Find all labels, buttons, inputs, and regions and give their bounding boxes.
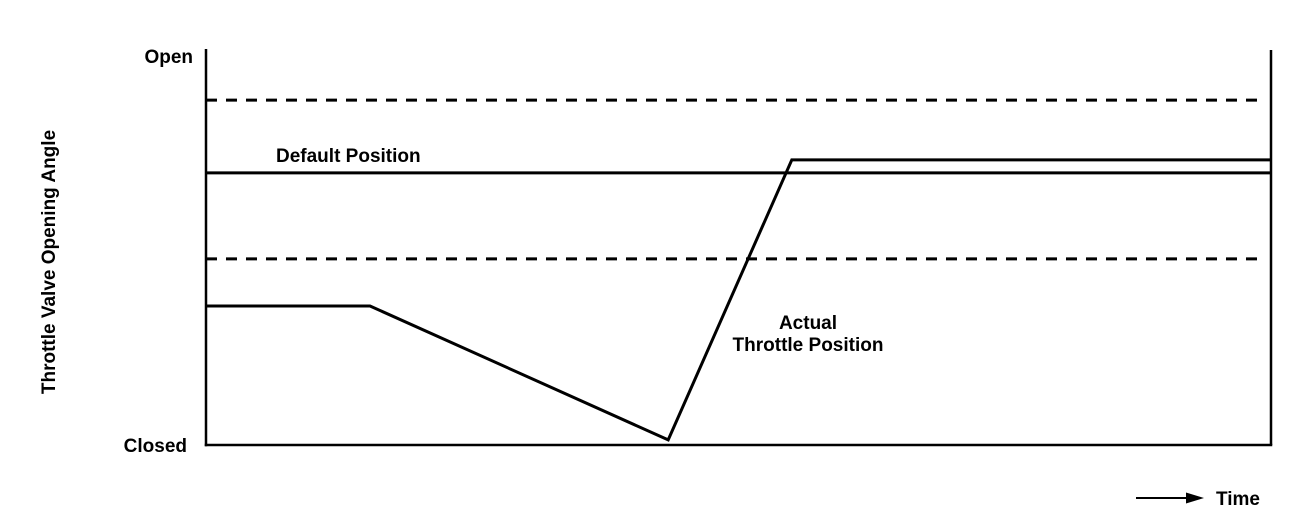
y-axis-bottom-label: Closed xyxy=(124,436,187,457)
time-arrow-head xyxy=(1186,492,1204,504)
x-axis-label: Time xyxy=(1216,489,1260,510)
actual-throttle-line xyxy=(206,158,1271,442)
actual-throttle-label-line2: Throttle Position xyxy=(733,335,884,356)
y-axis-title: Throttle Valve Opening Angle xyxy=(39,130,60,394)
series-group xyxy=(206,98,1271,442)
y-axis-top-label: Open xyxy=(144,47,193,68)
labels-group: Open Closed Throttle Valve Opening Angle… xyxy=(39,47,1260,510)
axes xyxy=(204,49,1273,447)
default-position-label: Default Position xyxy=(276,146,421,167)
actual-throttle-label-line1: Actual xyxy=(779,313,837,334)
time-arrow xyxy=(1136,492,1204,504)
